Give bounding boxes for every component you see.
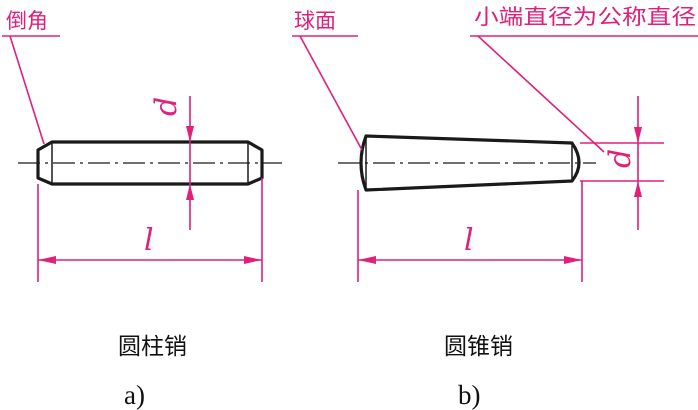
small-end-label: 小端直径为公称直径 <box>474 5 696 29</box>
diameter-label-a: d <box>149 97 184 116</box>
caption-tapered-pin: 圆锥销 <box>444 334 513 360</box>
sphere-leader <box>292 35 363 151</box>
length-dimension-b <box>357 181 583 282</box>
chamfer-leader <box>2 35 60 145</box>
length-dimension-a <box>37 178 263 282</box>
length-label-a: l <box>144 223 154 258</box>
tapered-pin <box>338 134 596 192</box>
caption-tag-a: a) <box>124 380 145 410</box>
caption-tag-b: b) <box>458 380 481 410</box>
length-label-b: l <box>464 223 474 258</box>
diameter-dimension-a <box>186 96 194 230</box>
caption-cylindrical-pin: 圆柱销 <box>118 334 187 360</box>
chamfer-label: 倒角 <box>6 9 48 33</box>
small-end-leader <box>470 35 698 153</box>
diameter-dimension-b <box>580 96 664 230</box>
sphere-label: 球面 <box>294 9 336 33</box>
diameter-label-b: d <box>603 149 638 168</box>
cylindrical-pin <box>18 140 282 186</box>
